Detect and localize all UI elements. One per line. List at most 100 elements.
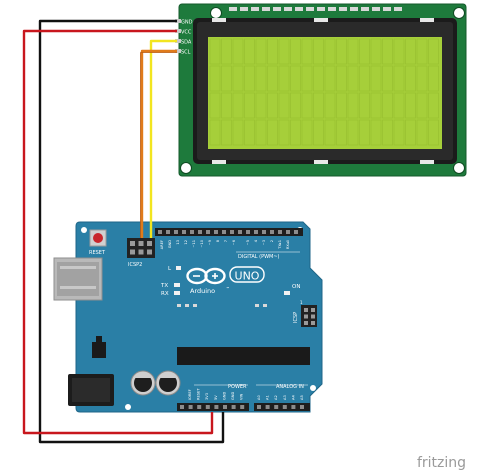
lcd-char-cell bbox=[347, 119, 359, 146]
wire-scl bbox=[140, 49, 177, 238]
fritzing-watermark: fritzing bbox=[417, 455, 466, 471]
lcd-char-cell bbox=[428, 38, 439, 65]
lcd-char-cell bbox=[278, 65, 290, 92]
lcd-char-cell bbox=[267, 92, 278, 119]
capacitors bbox=[130, 370, 181, 396]
lcd-char-cell bbox=[428, 92, 439, 119]
header-pin bbox=[262, 230, 266, 234]
trademark-mark: ™ bbox=[226, 286, 230, 291]
lcd-char-cell bbox=[267, 65, 278, 92]
lcd-char-cell bbox=[255, 92, 267, 119]
lcd-char-cell bbox=[336, 38, 347, 65]
lcd-char-cell bbox=[428, 65, 439, 92]
lcd-i2c-pins: GND VCC SDA SCL bbox=[175, 19, 193, 56]
lcd-char-cell bbox=[290, 65, 301, 92]
digital-pin-label: ~9 bbox=[208, 239, 212, 245]
digital-pin-label: 12 bbox=[184, 240, 188, 245]
header-pin bbox=[254, 230, 258, 234]
power-pin-label: RESET bbox=[197, 388, 201, 400]
lcd-char-cell bbox=[244, 92, 255, 119]
icsp-pin bbox=[311, 321, 315, 325]
on-label: ON bbox=[292, 284, 300, 290]
lcd-char-cell bbox=[313, 119, 324, 146]
digital-pin-label: TX▸1 bbox=[278, 240, 282, 250]
power-pin-label: VIN bbox=[240, 393, 244, 400]
digital-pin-label: ~3 bbox=[262, 240, 266, 245]
lcd-char-cell bbox=[382, 119, 393, 146]
header-pin bbox=[198, 230, 202, 234]
wire-sda bbox=[149, 39, 177, 238]
header-pin bbox=[231, 405, 236, 409]
digital-pin-label: ~5 bbox=[246, 240, 250, 245]
power-pin-label: IOREF bbox=[188, 389, 192, 400]
digital-pin-label: AREF bbox=[160, 240, 164, 249]
analog-pin-label: A1 bbox=[266, 395, 270, 400]
lcd-char-cell bbox=[301, 65, 313, 92]
lcd-char-cell bbox=[221, 119, 232, 146]
icsp2-pin bbox=[130, 249, 135, 255]
lcd-char-cell bbox=[313, 92, 324, 119]
header-pin bbox=[222, 230, 226, 234]
lcd-mount-hole bbox=[453, 7, 465, 19]
lcd-header-pads bbox=[229, 7, 402, 11]
lcd-char-cell bbox=[278, 92, 290, 119]
lcd-char-cell bbox=[301, 38, 313, 65]
header-pin bbox=[190, 230, 194, 234]
lcd-char-cell bbox=[347, 38, 359, 65]
icsp2-pin bbox=[130, 241, 135, 246]
icsp-pin bbox=[311, 308, 315, 312]
lcd-char-cell bbox=[416, 119, 428, 146]
header-pin bbox=[182, 230, 186, 234]
analog-label: ANALOG IN bbox=[276, 384, 304, 390]
header-pin bbox=[294, 230, 298, 234]
lcd-character-grid bbox=[209, 38, 439, 146]
icsp-pin bbox=[304, 314, 308, 319]
lcd-char-cell bbox=[405, 119, 416, 146]
lcd-char-cell bbox=[359, 38, 370, 65]
power-pin-label: 5V bbox=[214, 395, 218, 400]
lcd-char-cell bbox=[370, 119, 382, 146]
board-mount-hole bbox=[125, 404, 131, 410]
header-pin bbox=[286, 230, 290, 234]
header-pin bbox=[166, 230, 170, 234]
header-pin bbox=[174, 230, 178, 234]
header-pin bbox=[188, 405, 193, 409]
header-pin bbox=[206, 230, 210, 234]
analog-pin-label: A0 bbox=[257, 395, 261, 400]
icsp2-pin bbox=[147, 241, 152, 246]
lcd-pin-label-gnd: GND bbox=[181, 20, 193, 26]
lcd-char-cell bbox=[209, 65, 221, 92]
wire-gnd bbox=[38, 19, 225, 444]
digital-pin-label: 4 bbox=[254, 239, 258, 242]
lcd-char-cell bbox=[393, 119, 405, 146]
lcd-char-cell bbox=[324, 65, 336, 92]
lcd-char-cell bbox=[336, 65, 347, 92]
icsp2-header bbox=[127, 238, 155, 258]
icsp-pin bbox=[304, 308, 308, 312]
lcd-char-cell bbox=[405, 65, 416, 92]
lcd-char-cell bbox=[244, 38, 255, 65]
lcd-char-cell bbox=[267, 38, 278, 65]
power-pin-label: GND bbox=[231, 392, 235, 400]
analog-pin-label: A5 bbox=[300, 395, 304, 400]
digital-pin-label: 7 bbox=[224, 240, 228, 242]
header-pin bbox=[270, 230, 274, 234]
header-pin bbox=[223, 405, 227, 409]
lcd-char-cell bbox=[267, 119, 278, 146]
led-tx-label: TX bbox=[160, 283, 168, 289]
header-pin bbox=[214, 405, 219, 409]
wire-vcc bbox=[22, 29, 214, 435]
lcd-char-cell bbox=[382, 92, 393, 119]
lcd-char-cell bbox=[393, 65, 405, 92]
lcd-char-cell bbox=[416, 38, 428, 65]
header-pin bbox=[240, 405, 245, 409]
header-pin bbox=[158, 230, 162, 234]
dc-power-jack bbox=[68, 374, 114, 406]
header-pin bbox=[291, 405, 296, 409]
lcd-char-cell bbox=[232, 38, 244, 65]
power-pin-label: GND bbox=[222, 392, 226, 400]
icsp-pin-1-marker: 1 bbox=[300, 300, 303, 305]
header-pin bbox=[282, 405, 287, 409]
